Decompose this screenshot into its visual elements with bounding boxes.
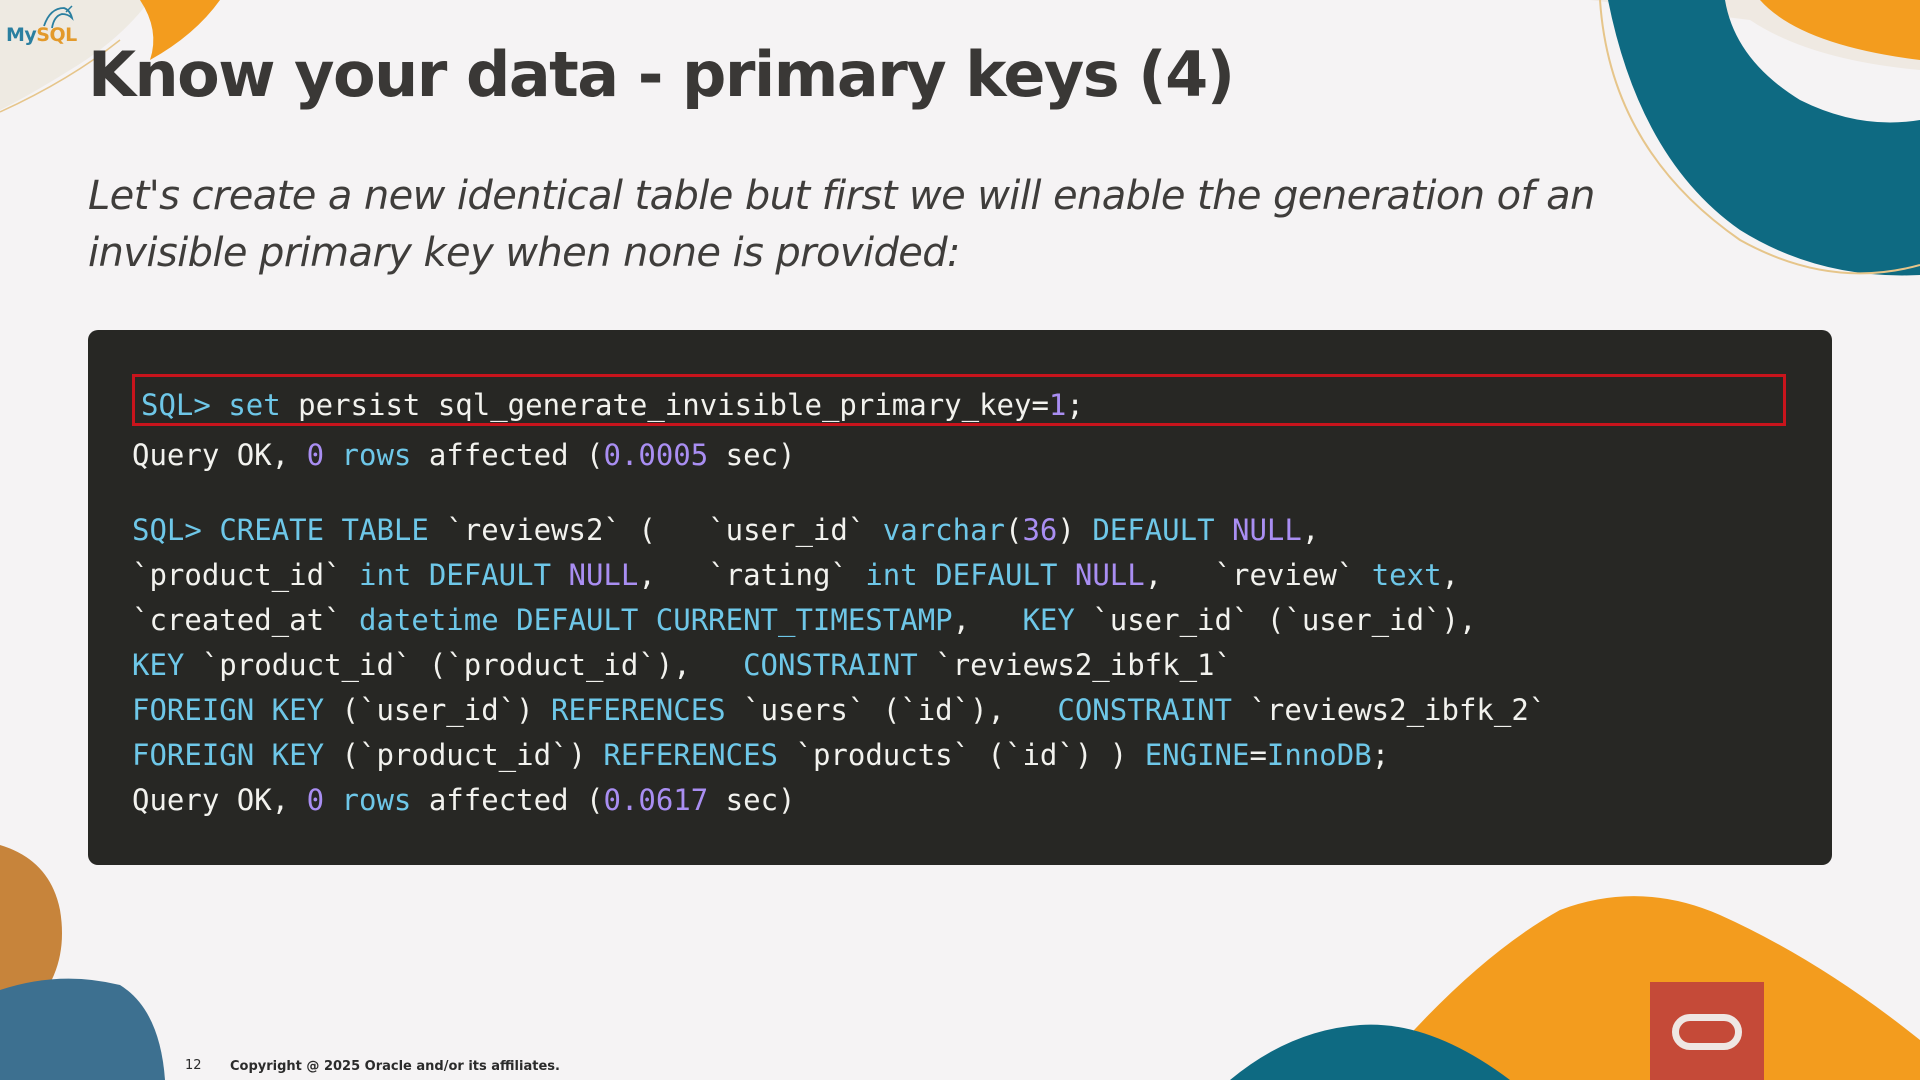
code-token: , `review`: [1144, 558, 1372, 592]
code-token: `product_id` (`product_id`),: [184, 648, 744, 682]
code-line: FOREIGN KEY (`product_id`) REFERENCES `p…: [132, 735, 1389, 775]
copyright-notice: Copyright @ 2025 Oracle and/or its affil…: [230, 1059, 560, 1074]
code-token: =: [1249, 738, 1267, 772]
code-token: NULL: [1074, 558, 1145, 592]
code-token: KEY: [1022, 603, 1075, 637]
code-token: affected (: [411, 783, 604, 817]
code-token: `created_at`: [132, 603, 359, 637]
oracle-ring-icon: [1672, 1014, 1742, 1050]
code-line: SQL> set persist sql_generate_invisible_…: [141, 385, 1084, 425]
code-token: 0.0617: [603, 783, 709, 817]
code-token: 0: [306, 438, 325, 472]
code-line: FOREIGN KEY (`user_id`) REFERENCES `user…: [132, 690, 1546, 730]
code-token: int DEFAULT: [358, 558, 552, 592]
code-token: rows: [324, 438, 412, 472]
code-line: Query OK, 0 rows affected (0.0005 sec): [132, 435, 796, 475]
code-token: 0.0005: [603, 438, 709, 472]
code-token: [1215, 513, 1232, 547]
code-token: FOREIGN KEY: [132, 693, 325, 727]
code-token: (: [1005, 513, 1023, 547]
code-token: ENGINE: [1144, 738, 1250, 772]
logo-text-my: My: [6, 24, 37, 46]
code-line: SQL> CREATE TABLE `reviews2` ( `user_id`…: [132, 510, 1319, 550]
code-token: CREATE TABLE: [219, 513, 429, 547]
code-token: FOREIGN KEY: [132, 738, 325, 772]
code-token: CONSTRAINT: [743, 648, 918, 682]
code-line: Query OK, 0 rows affected (0.0617 sec): [132, 780, 796, 820]
code-token: ;: [1371, 738, 1390, 772]
code-token: datetime DEFAULT CURRENT_TIMESTAMP: [358, 603, 953, 637]
code-token: varchar: [882, 513, 1005, 547]
dolphin-icon: [43, 5, 74, 29]
code-token: ): [1057, 513, 1093, 547]
code-line: `created_at` datetime DEFAULT CURRENT_TI…: [132, 600, 1476, 640]
logo-text-sql: SQL: [36, 24, 77, 46]
code-token: Query OK,: [132, 783, 307, 817]
code-token: SQL>: [132, 513, 220, 547]
code-token: NULL: [1232, 513, 1302, 547]
code-token: int DEFAULT: [865, 558, 1058, 592]
code-token: 1: [1048, 388, 1067, 422]
code-token: affected (: [411, 438, 604, 472]
code-token: 36: [1022, 513, 1058, 547]
code-token: (`user_id`): [324, 693, 552, 727]
code-token: Query OK,: [132, 438, 307, 472]
code-token: `user_id` (`user_id`),: [1074, 603, 1477, 637]
code-token: CONSTRAINT: [1057, 693, 1232, 727]
code-token: (`product_id`): [324, 738, 604, 772]
code-token: REFERENCES: [603, 738, 779, 772]
page-number: 12: [185, 1058, 202, 1073]
code-token: [551, 558, 568, 592]
code-token: `reviews2_ibfk_2`: [1232, 693, 1547, 727]
code-token: `reviews2_ibfk_1`: [917, 648, 1232, 682]
code-token: `users` (`id`),: [725, 693, 1058, 727]
code-token: [1057, 558, 1074, 592]
code-line: KEY `product_id` (`product_id`), CONSTRA…: [132, 645, 1232, 685]
code-token: ,: [1301, 513, 1320, 547]
code-token: DEFAULT: [1092, 513, 1215, 547]
slide-subtitle: Let's create a new identical table but f…: [88, 173, 1595, 276]
code-token: persist sql_generate_invisible_primary_k…: [298, 388, 1049, 422]
code-token: sec): [708, 783, 796, 817]
code-token: , `rating`: [638, 558, 866, 592]
mysql-logo: MySQL: [6, 24, 77, 46]
code-token: text: [1371, 558, 1442, 592]
code-token: ;: [1066, 388, 1084, 422]
code-block: SQL> set persist sql_generate_invisible_…: [88, 330, 1832, 865]
code-token: set: [228, 388, 299, 422]
code-token: sec): [708, 438, 796, 472]
code-token: InnoDB: [1266, 738, 1372, 772]
code-token: REFERENCES: [551, 693, 726, 727]
code-line: `product_id` int DEFAULT NULL, `rating` …: [132, 555, 1459, 595]
code-token: ,: [1441, 558, 1460, 592]
code-token: SQL>: [141, 388, 229, 422]
code-token: NULL: [568, 558, 639, 592]
code-token: `reviews2` ( `user_id`: [428, 513, 883, 547]
code-token: rows: [324, 783, 412, 817]
code-token: ,: [952, 603, 1023, 637]
highlight-box: [132, 374, 1786, 426]
oracle-logo: [1650, 982, 1764, 1080]
slide-title: Know your data - primary keys (4): [88, 38, 1235, 111]
code-token: `products` (`id`) ): [778, 738, 1145, 772]
code-token: 0: [306, 783, 325, 817]
code-token: `product_id`: [132, 558, 359, 592]
code-token: KEY: [132, 648, 185, 682]
